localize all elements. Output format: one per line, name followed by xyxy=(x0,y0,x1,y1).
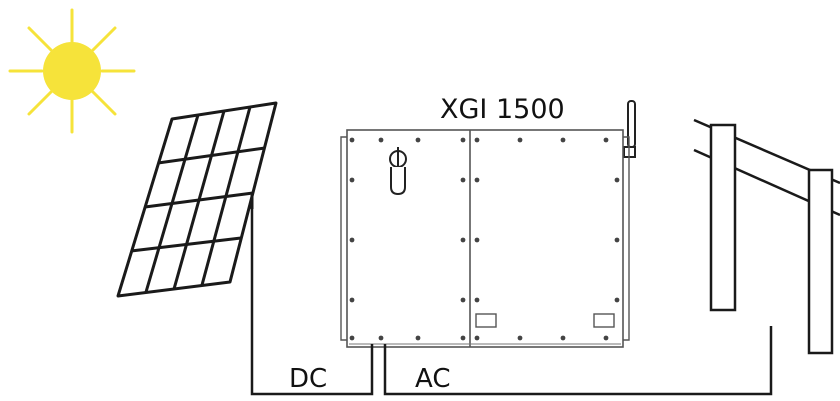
ac-label: AC xyxy=(415,364,450,394)
dc-label: DC xyxy=(289,364,327,394)
inverter-model-label: XGI 1500 xyxy=(440,94,565,125)
sun-icon xyxy=(8,8,136,134)
ac-wire xyxy=(383,326,773,396)
inverter-unit xyxy=(340,100,636,348)
dc-switch-icon xyxy=(389,147,407,196)
utility-pole-icon xyxy=(693,118,840,355)
dc-wire xyxy=(250,196,374,396)
